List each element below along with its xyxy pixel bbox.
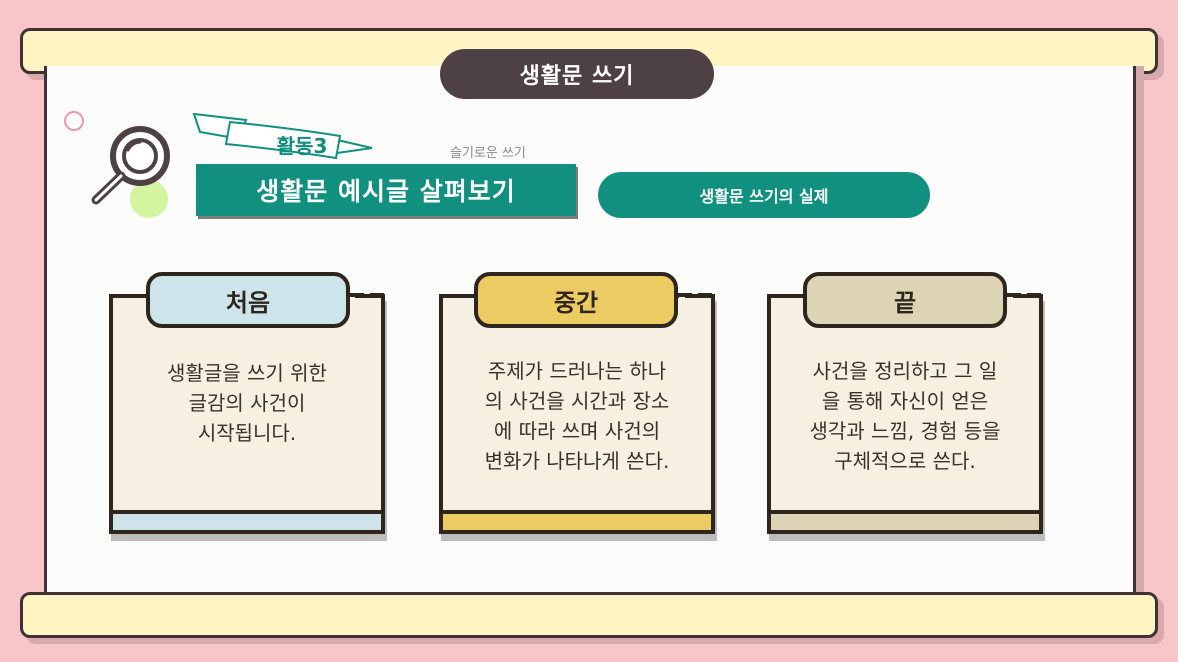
activity-title: 생활문 예시글 살펴보기 — [196, 164, 576, 216]
tab-dash — [1007, 293, 1021, 297]
card-tab-beginning: 처음 — [146, 272, 350, 328]
activity-number-label: 활동3 — [276, 134, 328, 158]
topic-pill[interactable]: 생활문 쓰기의 실제 — [598, 172, 930, 218]
card-end: 사건을 정리하고 그 일 을 통해 자신이 얻은 생각과 느낌, 경험 등을 구… — [767, 294, 1043, 534]
page-title: 생활문 쓰기 — [440, 49, 714, 99]
card-body-text: 생활글을 쓰기 위한 글감의 사건이 시작됩니다. — [167, 361, 327, 445]
ribbon-banner-icon — [192, 112, 373, 160]
card-body-text: 사건을 정리하고 그 일 을 통해 자신이 얻은 생각과 느낌, 경험 등을 구… — [809, 359, 1001, 473]
tab-dash — [370, 293, 384, 297]
card-beginning: 생활글을 쓰기 위한 글감의 사건이 시작됩니다. — [109, 294, 385, 534]
tab-dash — [698, 293, 712, 297]
decorative-circle-icon — [64, 111, 84, 131]
magnifier-icon — [91, 126, 170, 205]
card-stripe — [113, 510, 381, 530]
activity-small-subtitle: 슬기로운 쓰기 — [450, 146, 526, 161]
card-middle: 주제가 드러나는 하나 의 사건을 시간과 장소 에 따라 쓰며 사건의 변화가… — [439, 294, 715, 534]
card-body-text: 주제가 드러나는 하나 의 사건을 시간과 장소 에 따라 쓰며 사건의 변화가… — [484, 359, 670, 473]
tab-dash — [678, 293, 692, 297]
green-dot-decoration — [130, 180, 168, 218]
scroll-bottom-bar — [20, 592, 1158, 638]
tab-dash — [350, 293, 364, 297]
card-stripe — [771, 510, 1039, 530]
tab-dash — [1027, 293, 1041, 297]
card-tab-end: 끝 — [803, 272, 1007, 328]
card-stripe — [443, 510, 711, 530]
card-tab-middle: 중간 — [474, 272, 678, 328]
